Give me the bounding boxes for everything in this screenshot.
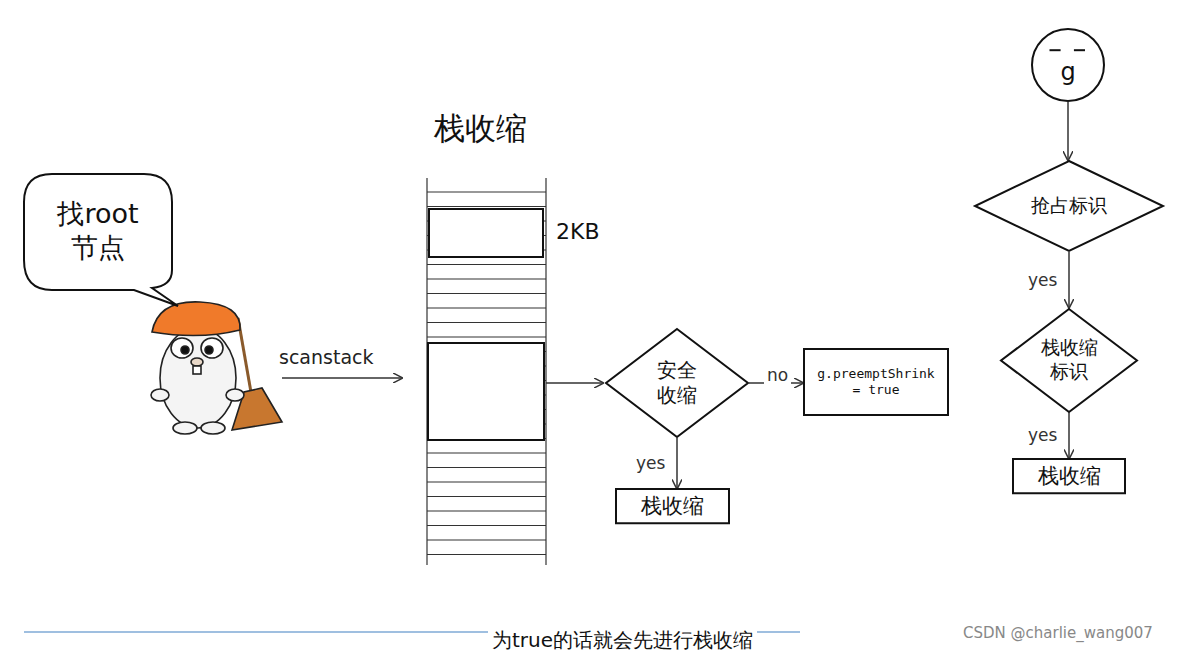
decision-diamond: 安全 收缩 <box>605 328 749 438</box>
node-text: 栈收缩 标识 <box>1038 336 1100 384</box>
gopher-figure <box>151 302 282 434</box>
edge-label: yes <box>633 453 668 473</box>
node-text: g.preemptShrink = true <box>815 366 937 399</box>
stack-frame-box <box>428 343 544 440</box>
flow-arrow <box>1067 102 1069 160</box>
edge-label: yes <box>1025 270 1060 290</box>
stack-frame-box: 2KB <box>428 208 544 258</box>
node-text: 找root 节点 <box>48 197 148 265</box>
flow-arrow <box>1068 413 1070 459</box>
edge-label: no <box>764 365 791 385</box>
diagram-title: 栈收缩 <box>434 108 527 150</box>
rect-outline <box>428 208 544 258</box>
process-box: 栈收缩 <box>1012 458 1126 494</box>
edge-label: yes <box>1025 425 1060 445</box>
process-box: 栈收缩 <box>615 488 730 524</box>
node-text: 安全 收缩 <box>651 358 703 408</box>
arrow-label: scanstack <box>279 346 373 368</box>
node-text: 栈收缩 <box>641 493 704 519</box>
size-label: 2KB <box>556 218 600 246</box>
speech-bubble: 找root 节点 <box>22 172 174 300</box>
stack-frame <box>427 178 546 565</box>
node-text: 栈收缩 <box>1038 463 1101 489</box>
decision-diamond: 栈收缩 标识 <box>1000 308 1138 413</box>
goroutine-circle: g <box>1031 28 1105 102</box>
node-text: 抢占标识 <box>1024 194 1114 218</box>
node-text: g <box>1060 57 1075 87</box>
process-box: g.preemptShrink = true <box>803 348 949 416</box>
flow-arrow <box>1068 252 1070 308</box>
subtitle: 为true的话就会先进行栈收缩 <box>488 627 757 653</box>
flow-arrow <box>676 438 678 488</box>
scanstack-arrow <box>282 377 402 379</box>
watermark: CSDN @charlie_wang007 <box>963 624 1153 642</box>
decision-diamond: 抢占标识 <box>974 160 1164 252</box>
flow-arrow <box>546 382 603 384</box>
